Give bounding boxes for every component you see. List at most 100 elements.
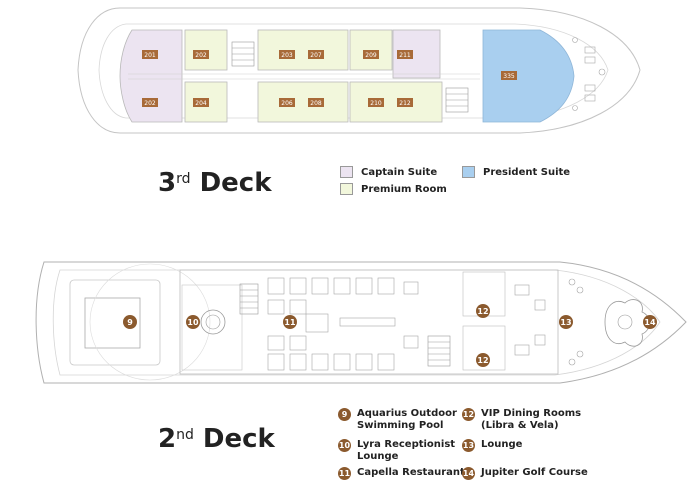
key-badge: 14	[462, 467, 475, 480]
cabin-number: 209	[365, 52, 377, 59]
premium-room	[184, 29, 228, 71]
key-label: VIP Dining Rooms (Libra & Vela)	[481, 408, 582, 431]
area-marker-number: 10	[187, 318, 199, 327]
cabin-number: 335	[503, 73, 515, 80]
premium-room	[349, 81, 443, 123]
area-marker	[476, 353, 490, 367]
deck2-hull	[35, 261, 687, 384]
area-marker-number: 13	[560, 318, 571, 327]
reception-area	[181, 284, 243, 371]
area-marker-number: 11	[284, 318, 296, 327]
key-label: Capella Restaurant	[357, 467, 465, 478]
cabin-number: 207	[310, 52, 322, 59]
key-item-reception-lounge: 10 Lyra Receptionist Lounge	[338, 439, 455, 463]
key-item-golf: 14 Jupiter Golf Course	[462, 467, 588, 480]
area-marker	[643, 315, 657, 329]
area-marker-number: 12	[477, 356, 488, 365]
cabin-tag	[363, 50, 379, 59]
cabin-tag	[193, 98, 209, 107]
cabin-number: 201	[144, 52, 156, 59]
restaurant-tables	[267, 277, 419, 371]
key-label: Jupiter Golf Course	[481, 467, 588, 478]
cabin-tag	[308, 98, 324, 107]
captain-suite-block-aft	[119, 29, 183, 123]
reception-desk-inner	[205, 314, 221, 330]
key-badge: 9	[338, 408, 351, 421]
key-item-restaurant: 11 Capella Restaurant	[338, 467, 465, 480]
area-marker-number: 9	[127, 318, 133, 327]
aft-curve	[89, 263, 211, 381]
deck2-inner-hull	[52, 269, 661, 376]
area-marker	[186, 315, 200, 329]
area-marker-number: 12	[477, 307, 488, 316]
cabin-tag	[397, 50, 413, 59]
cabin-number: 204	[195, 100, 207, 107]
cabin-number: 202	[195, 52, 207, 59]
premium-room	[257, 81, 349, 123]
president-suite-swatch	[462, 166, 475, 178]
cabin-number: 203	[281, 52, 293, 59]
legend-label: Captain Suite	[361, 166, 438, 178]
cabin-tag	[308, 50, 324, 59]
lounge-furniture	[514, 278, 584, 366]
legend-president-suite: President Suite	[462, 166, 570, 178]
key-label: Lyra Receptionist Lounge	[357, 439, 456, 462]
president-suite-block	[482, 29, 575, 123]
premium-room	[349, 29, 393, 71]
deck3-title-number: 3	[158, 168, 177, 198]
cabin-tag	[368, 98, 384, 107]
legend-label: President Suite	[483, 166, 571, 178]
area-marker-number: 14	[644, 318, 656, 327]
key-badge: 13	[462, 439, 475, 452]
cabin-tag	[397, 98, 413, 107]
cabin-tag	[501, 71, 517, 80]
area-marker	[283, 315, 297, 329]
golf-green	[604, 299, 650, 347]
deck3-hull	[77, 7, 641, 134]
cabin-tag	[142, 50, 158, 59]
area-marker	[559, 315, 573, 329]
deck3-title: 3rd Deck	[158, 170, 271, 196]
premium-room	[257, 29, 349, 71]
key-label: Aquarius Outdoor Swimming Pool	[357, 408, 457, 431]
deck2-title: 2nd Deck	[158, 426, 275, 452]
area-marker	[123, 315, 137, 329]
key-label: Lounge	[481, 439, 523, 450]
cabin-tag	[193, 50, 209, 59]
key-badge: 10	[338, 439, 351, 452]
deck2-title-number: 2	[158, 424, 177, 454]
captain-suite-swatch	[340, 166, 353, 178]
premium-room-swatch	[340, 183, 353, 195]
bow-deck-loungers	[572, 37, 606, 111]
key-item-vip-dining: 12 VIP Dining Rooms (Libra & Vela)	[462, 408, 581, 432]
key-badge: 11	[338, 467, 351, 480]
legend-premium-room: Premium Room	[340, 183, 447, 195]
deck2-title-word: Deck	[202, 424, 275, 454]
pool-deck-outline	[69, 279, 161, 366]
key-item-pool: 9 Aquarius Outdoor Swimming Pool	[338, 408, 457, 432]
cabin-number: 206	[281, 100, 293, 107]
area-markers: 9 10 11 12 12 13 14	[123, 304, 657, 367]
cabin-tag	[142, 98, 158, 107]
cabin-number: 208	[310, 100, 322, 107]
staircase	[239, 283, 451, 367]
cabin-number: 210	[370, 100, 382, 107]
cabin-number: 212	[399, 100, 411, 107]
key-badge: 12	[462, 408, 475, 421]
deck2-title-suffix: nd	[176, 427, 194, 443]
reception-desk	[200, 309, 226, 335]
superstructure-outline	[179, 269, 559, 375]
cabin-tag	[279, 50, 295, 59]
cabin-number: 211	[399, 52, 411, 59]
golf-hole	[617, 314, 633, 330]
legend-captain-suite: Captain Suite	[340, 166, 437, 178]
deck2-plan: 9 10 11 12 12 13 14	[35, 261, 687, 384]
legend-label: Premium Room	[361, 183, 447, 195]
swimming-pool	[84, 297, 141, 349]
key-item-lounge: 13 Lounge	[462, 439, 522, 452]
deck3-title-suffix: rd	[176, 171, 191, 187]
area-marker	[476, 304, 490, 318]
cabin-tags-top: 201 202 203 207 209 211	[142, 50, 413, 59]
